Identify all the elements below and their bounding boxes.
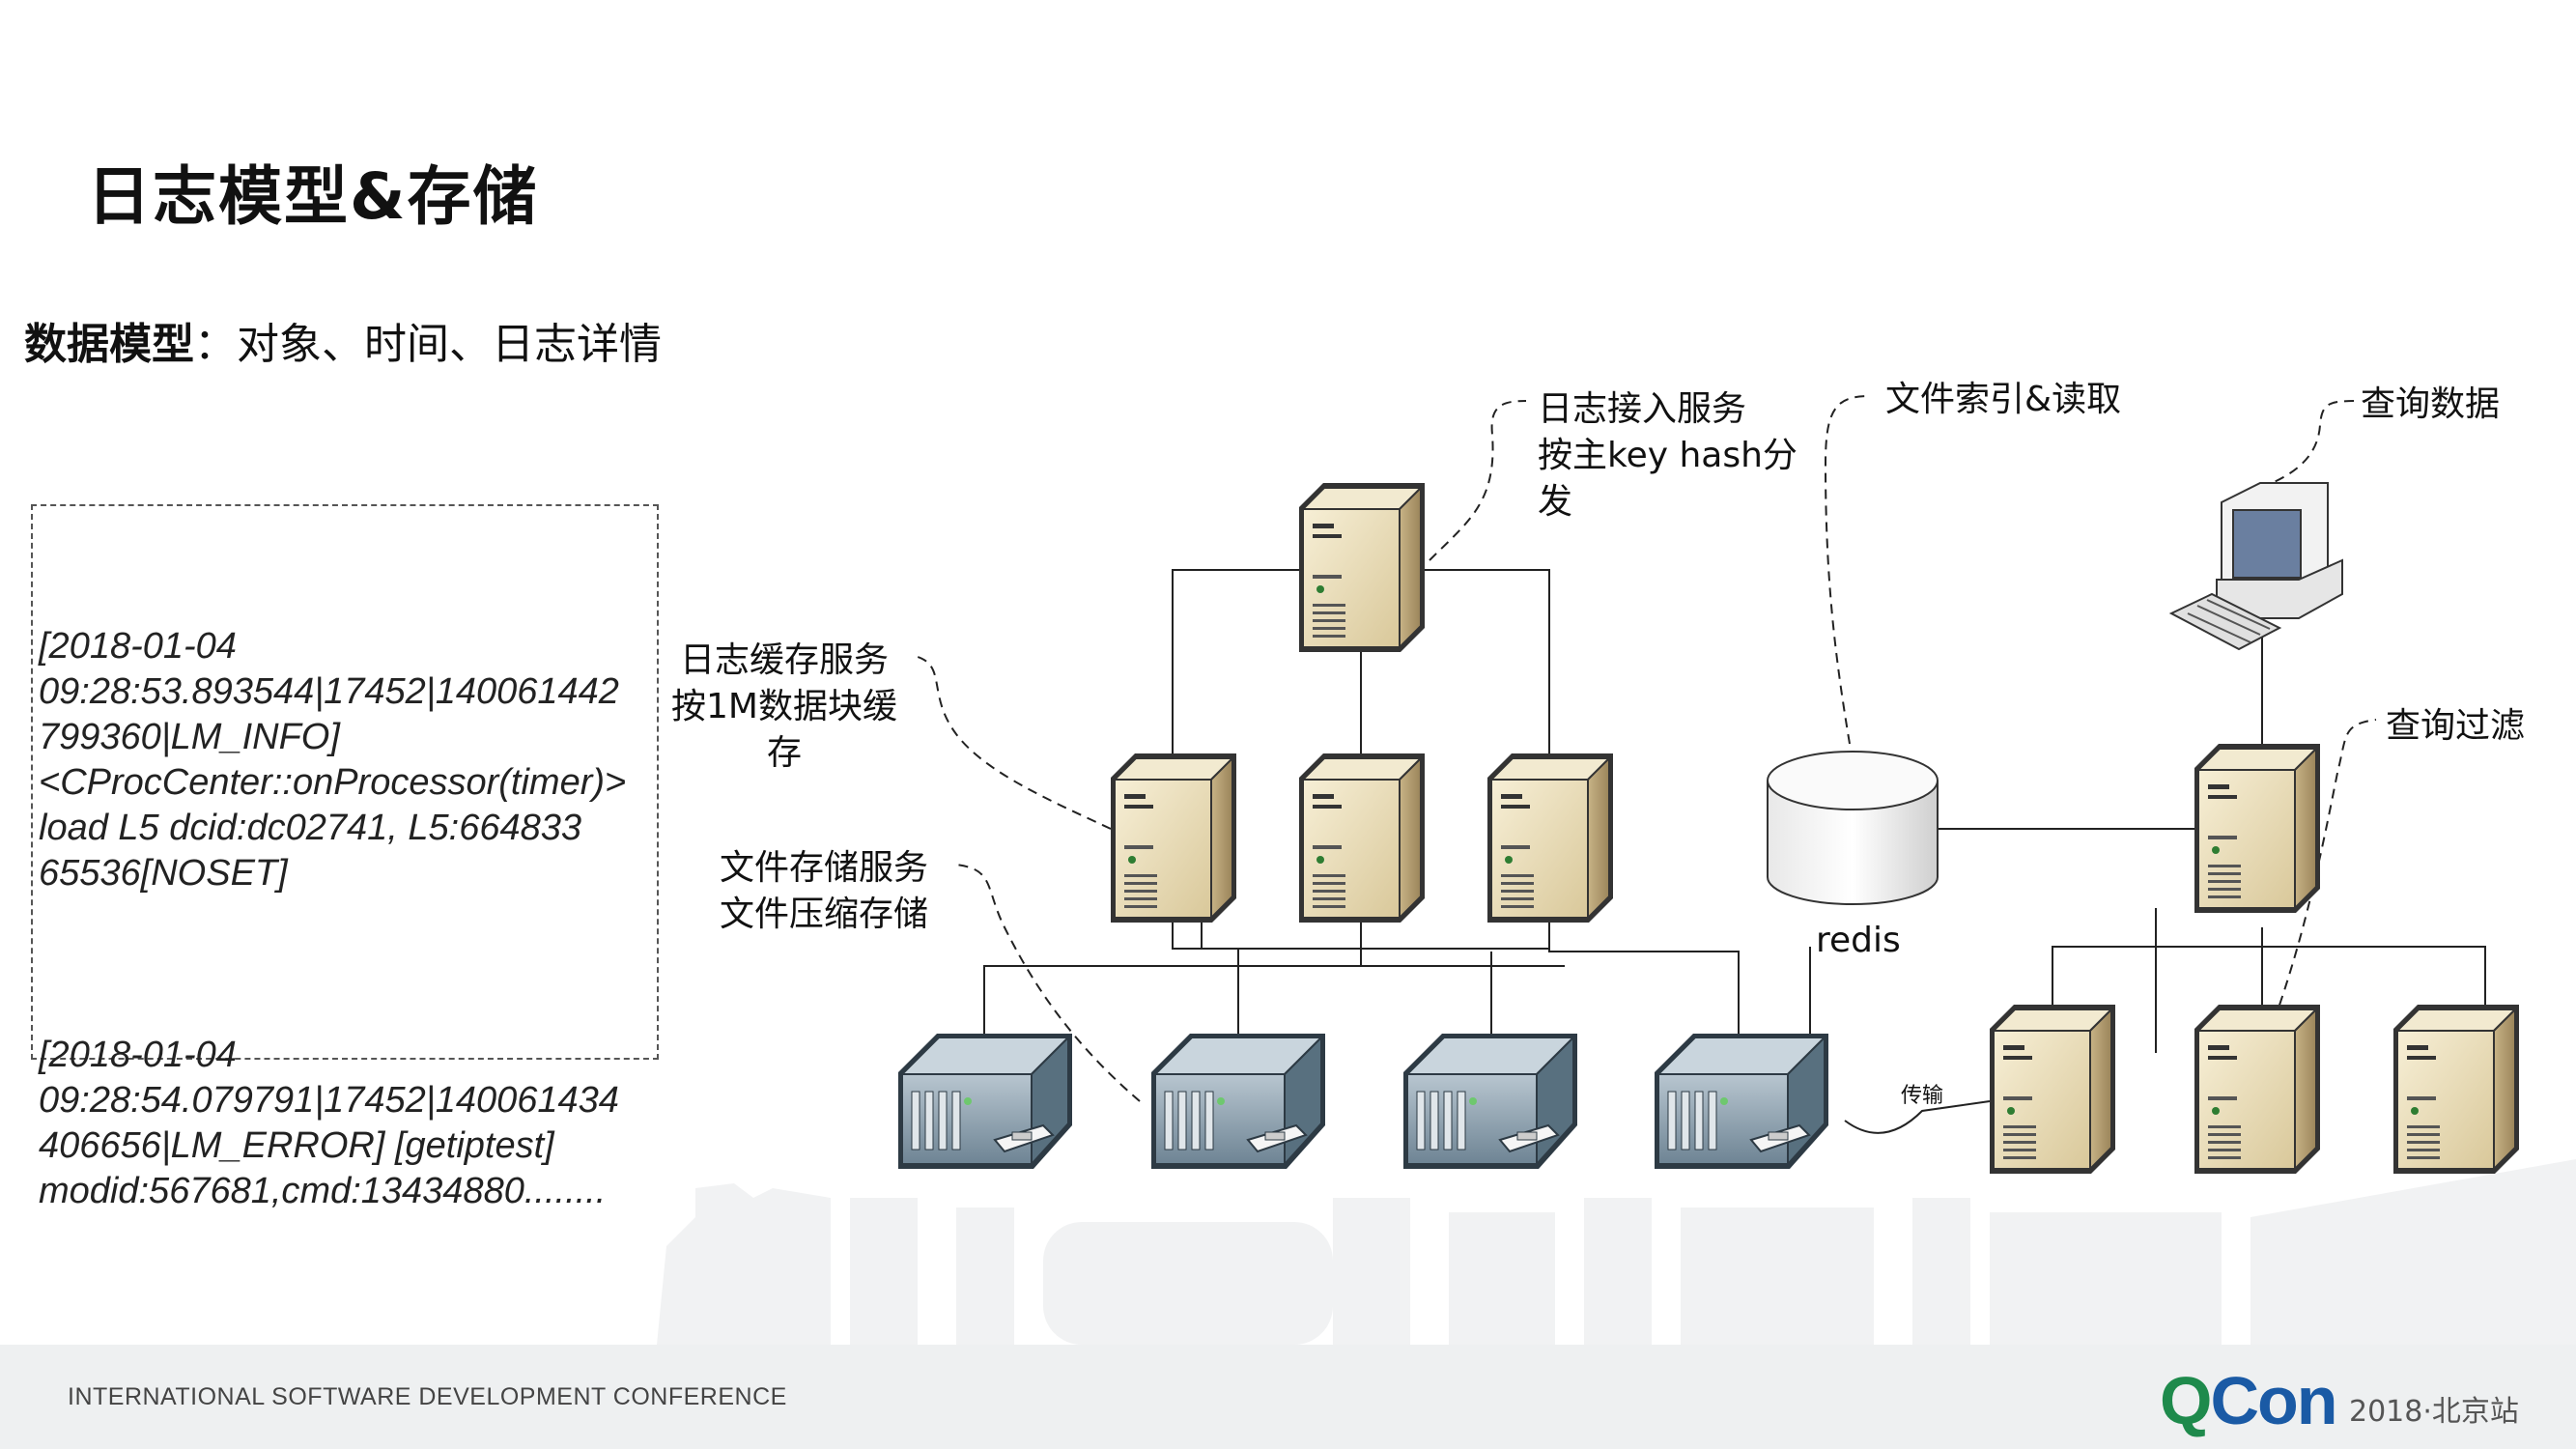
desktop-computer-icon: [2168, 482, 2343, 651]
slide-title: 日志模型&存储: [87, 159, 539, 234]
conference-name: INTERNATIONAL SOFTWARE DEVELOPMENT CONFE…: [68, 1383, 787, 1410]
footer-bar: INTERNATIONAL SOFTWARE DEVELOPMENT CONFE…: [0, 1345, 2576, 1449]
server-cache-2: [1299, 753, 1425, 923]
server-cache-1: [1111, 753, 1236, 923]
server-cache-3: [1487, 753, 1613, 923]
subtitle-bold: 数据模型: [24, 320, 194, 369]
label-query-filter: 查询过滤: [2386, 706, 2526, 746]
label-transfer: 传输: [1901, 1084, 1944, 1108]
label-query-data: 查询数据: [2361, 384, 2501, 424]
qcon-logo: QCon: [2160, 1362, 2338, 1439]
server-index-3: [2393, 1005, 2519, 1174]
architecture-diagram: [657, 395, 2576, 1345]
label-file-storage-text: 文件存储服务 文件压缩存储: [720, 848, 929, 934]
label-file-index: 文件索引&读取: [1885, 380, 2122, 419]
log-example-box: [2018-01-04 09:28:53.893544|17452|140061…: [31, 504, 659, 1211]
storage-unit-4: [1655, 1034, 1828, 1170]
server-access: [1299, 483, 1425, 652]
logo-con: Con: [2210, 1363, 2337, 1438]
label-cache-service-text: 日志缓存服务 按1M数据块缓 存: [671, 640, 897, 773]
label-access-service-text: 日志接入服务 按主key hash分 发: [1538, 389, 1798, 522]
server-index-2: [2194, 1005, 2320, 1174]
slide-subtitle: 数据模型：对象、时间、日志详情: [24, 309, 662, 371]
storage-unit-1: [898, 1034, 1072, 1170]
skyline-watermark: [657, 1159, 2576, 1345]
storage-unit-2: [1151, 1034, 1325, 1170]
label-redis: redis: [1816, 921, 1901, 960]
storage-unit-3: [1403, 1034, 1577, 1170]
logo-q: Q: [2160, 1363, 2212, 1438]
log-entry-2: [2018-01-04 09:28:54.079791|17452|140061…: [39, 1035, 619, 1211]
server-query-filter: [2194, 744, 2320, 913]
subtitle-rest: ：对象、时间、日志详情: [194, 320, 662, 369]
conference-edition: 2018·北京站: [2349, 1395, 2519, 1429]
label-file-storage: 文件存储服务 文件压缩存储: [720, 845, 928, 938]
label-cache-service: 日志缓存服务 按1M数据块缓 存: [671, 638, 897, 777]
log-entry-1: [2018-01-04 09:28:53.893544|17452|140061…: [39, 626, 627, 894]
callout-leaders: [917, 395, 2377, 1102]
redis-database-icon: [1767, 751, 1939, 905]
label-access-service: 日志接入服务 按主key hash分 发: [1538, 386, 1798, 526]
server-index-1: [1990, 1005, 2115, 1174]
